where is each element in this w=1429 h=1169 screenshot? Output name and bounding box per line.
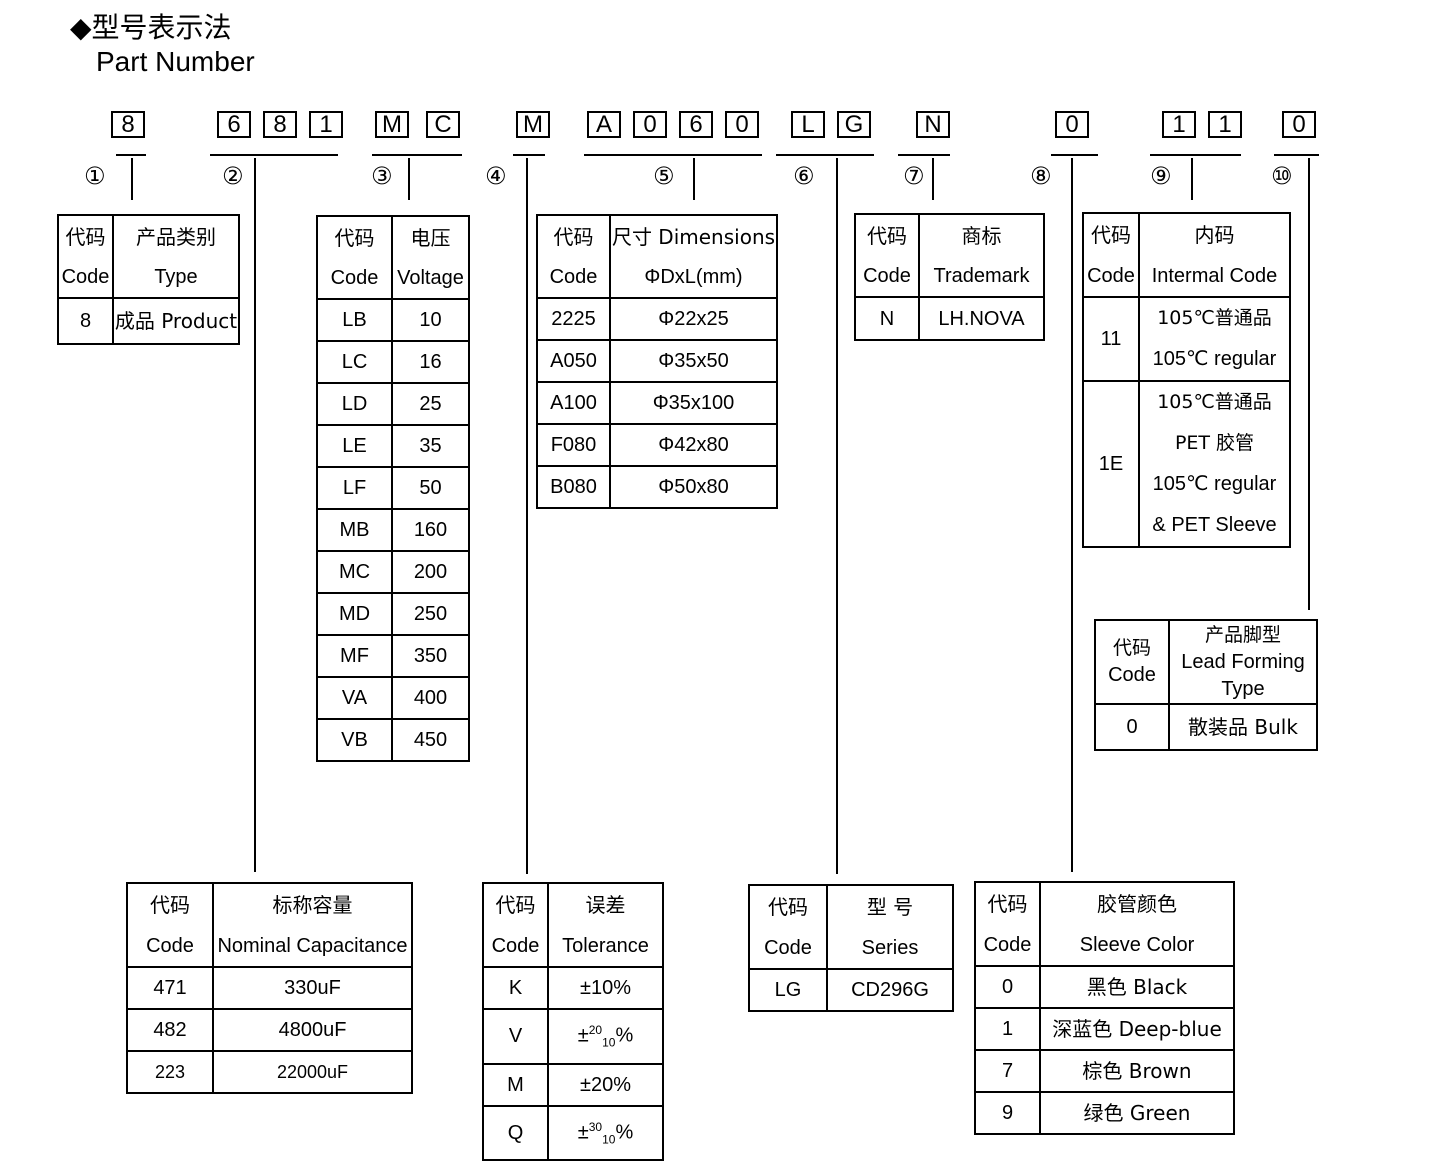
code-char-box: 0 — [1055, 111, 1089, 138]
segment-underline — [776, 154, 874, 156]
code-char-box: 8 — [111, 111, 145, 138]
connector-line — [254, 158, 256, 872]
page-title-cn: ◆型号表示法 — [70, 11, 232, 44]
segment-underline — [1274, 154, 1319, 156]
marker-5: ⑤ — [653, 162, 675, 190]
connector-line — [932, 158, 934, 200]
connector-line — [693, 158, 695, 200]
table-row: Q ±3010% — [482, 1104, 664, 1162]
table-row: 11 105℃普通品 105℃ regular — [1082, 296, 1291, 382]
connector-line — [526, 158, 528, 874]
marker-8: ⑧ — [1030, 162, 1052, 190]
code-char-box: C — [426, 111, 460, 138]
code-char-box: M — [375, 111, 409, 138]
code-char-box: G — [837, 111, 871, 138]
code-char-box: L — [791, 111, 825, 138]
marker-10: ⑩ — [1271, 162, 1293, 190]
page-title-en: Part Number — [96, 46, 255, 77]
connector-line — [131, 158, 133, 200]
segment-underline — [898, 154, 950, 156]
code-char-box: 8 — [263, 111, 297, 138]
code-char-box: N — [916, 111, 950, 138]
code-char-box: 0 — [633, 111, 667, 138]
connector-line — [836, 158, 838, 874]
segment-underline — [372, 154, 462, 156]
marker-9: ⑨ — [1150, 162, 1172, 190]
marker-4: ④ — [485, 162, 507, 190]
code-char-box: 1 — [1208, 111, 1242, 138]
code-char-box: M — [516, 111, 550, 138]
marker-6: ⑥ — [793, 162, 815, 190]
table-row: K±10% — [482, 966, 664, 1010]
code-char-box: 1 — [1162, 111, 1196, 138]
code-char-box: 1 — [309, 111, 343, 138]
connector-line — [1071, 158, 1073, 872]
code-char-box: 0 — [725, 111, 759, 138]
code-char-box: 6 — [679, 111, 713, 138]
connector-line — [408, 158, 410, 200]
code-char-box: A — [587, 111, 621, 138]
code-char-box: 6 — [217, 111, 251, 138]
connector-line — [1191, 158, 1193, 200]
segment-underline — [116, 154, 146, 156]
segment-underline — [1051, 154, 1098, 156]
segment-underline — [1150, 154, 1241, 156]
code-char-box: 0 — [1282, 111, 1316, 138]
segment-underline — [513, 154, 545, 156]
table-row: 1E 105℃普通品 PET 胶管 105℃ regular & PET Sle… — [1082, 380, 1291, 548]
segment-underline — [584, 154, 762, 156]
table-row: V ±2010% — [482, 1008, 664, 1065]
marker-1: ① — [84, 162, 106, 190]
marker-7: ⑦ — [903, 162, 925, 190]
segment-underline — [210, 154, 338, 156]
connector-line — [1308, 158, 1310, 610]
marker-3: ③ — [371, 162, 393, 190]
table-row: M±20% — [482, 1062, 664, 1107]
marker-2: ② — [222, 162, 244, 190]
